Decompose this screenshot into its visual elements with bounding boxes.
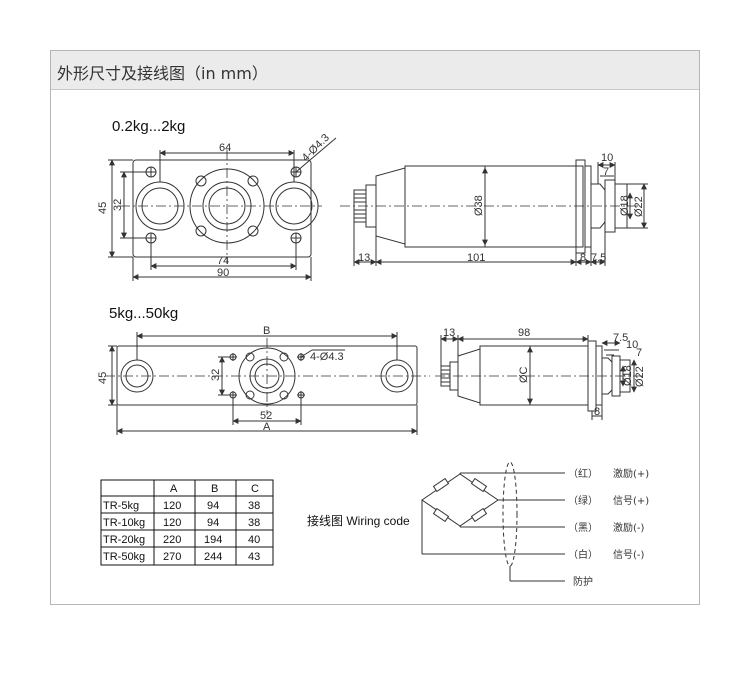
dim-h45: 45 [97,372,109,384]
dim-dia18: Ø18 [619,195,631,216]
dim-dia22: Ø22 [633,196,645,217]
table-cell: TR-50kg [103,551,145,563]
dim-98: 98 [518,327,530,339]
table-cell: 38 [248,517,260,529]
dim-dia38: Ø38 [473,195,485,216]
dim-90: 90 [217,267,229,279]
wire-signal-sig-neg: 信号(-) [613,549,645,561]
dim-13-large: 13 [443,327,455,339]
dim-10-large: 10 [626,339,638,351]
dim-B: B [263,325,270,337]
dim-7-large: 7 [636,347,642,359]
dim-hole-note: 4-Ø4.3 [300,132,332,164]
table-cell: 194 [204,534,222,546]
table-header-a: A [170,483,178,495]
table-header-b: B [211,483,218,495]
wire-color-black: （黑） [568,522,598,534]
spec-table: A B C TR-5kg 120 94 38 TR-10kg 120 94 38… [100,479,274,566]
table-cell: TR-5kg [103,500,139,512]
dim-7: 7 [603,166,609,178]
dim-52: 52 [260,410,272,422]
dim-74: 74 [217,255,229,267]
dim-45: 45 [97,202,109,214]
table-cell: 43 [248,551,260,563]
small-model-label: 0.2kg...2kg [112,118,185,135]
wire-color-green: （绿） [568,494,598,507]
table-cell: 94 [207,517,219,529]
table-cell: 38 [248,500,260,512]
dim-13: 13 [358,252,370,264]
large-side-view [435,335,645,420]
dim-101: 101 [467,252,485,264]
wire-signal-exc-neg: 激励(-) [613,521,645,534]
table-cell: 40 [248,534,260,546]
table-cell: 270 [163,551,181,563]
dim-dia18-large: Ø18 [622,365,634,386]
table-cell: 244 [204,551,222,563]
table-cell: TR-20kg [103,534,145,546]
table-header-c: C [251,483,259,495]
large-model-label: 5kg...50kg [109,305,178,322]
table-cell: 220 [163,534,181,546]
panel-header: 外形尺寸及接线图（in mm） [51,51,699,90]
dim-10: 10 [601,152,613,164]
dim-7-5: 7.5 [591,252,606,264]
dim-h32: 32 [210,369,222,381]
dim-diaC: ØC [518,366,530,383]
dim-7-5-large: 7.5 [613,332,628,344]
dim-hole-note-large: 4-Ø4.3 [310,351,344,363]
small-side-view [340,159,648,266]
wire-shield: 防护 [573,575,593,588]
wiring-label: 接线图 Wiring code [307,513,410,528]
wire-color-white: （白） [568,548,598,561]
dim-32: 32 [112,199,124,211]
dim-8: 8 [580,252,586,264]
dim-8-large: 8 [594,406,600,418]
panel-title: 外形尺寸及接线图（in mm） [57,64,268,83]
dim-dia22-large: Ø22 [634,366,646,387]
wiring-diagram [421,461,565,582]
table-cell: 120 [163,517,181,529]
wire-signal-exc-pos: 激励(+) [613,467,649,480]
table-cell: 94 [207,500,219,512]
small-front-view [108,137,337,281]
dim-A: A [263,421,271,433]
wire-color-red: （红） [568,467,598,480]
large-front-view [105,332,430,435]
table-cell: 120 [163,500,181,512]
dim-64: 64 [219,142,231,154]
table-cell: TR-10kg [103,517,145,529]
wire-signal-sig-pos: 信号(+) [613,495,649,507]
